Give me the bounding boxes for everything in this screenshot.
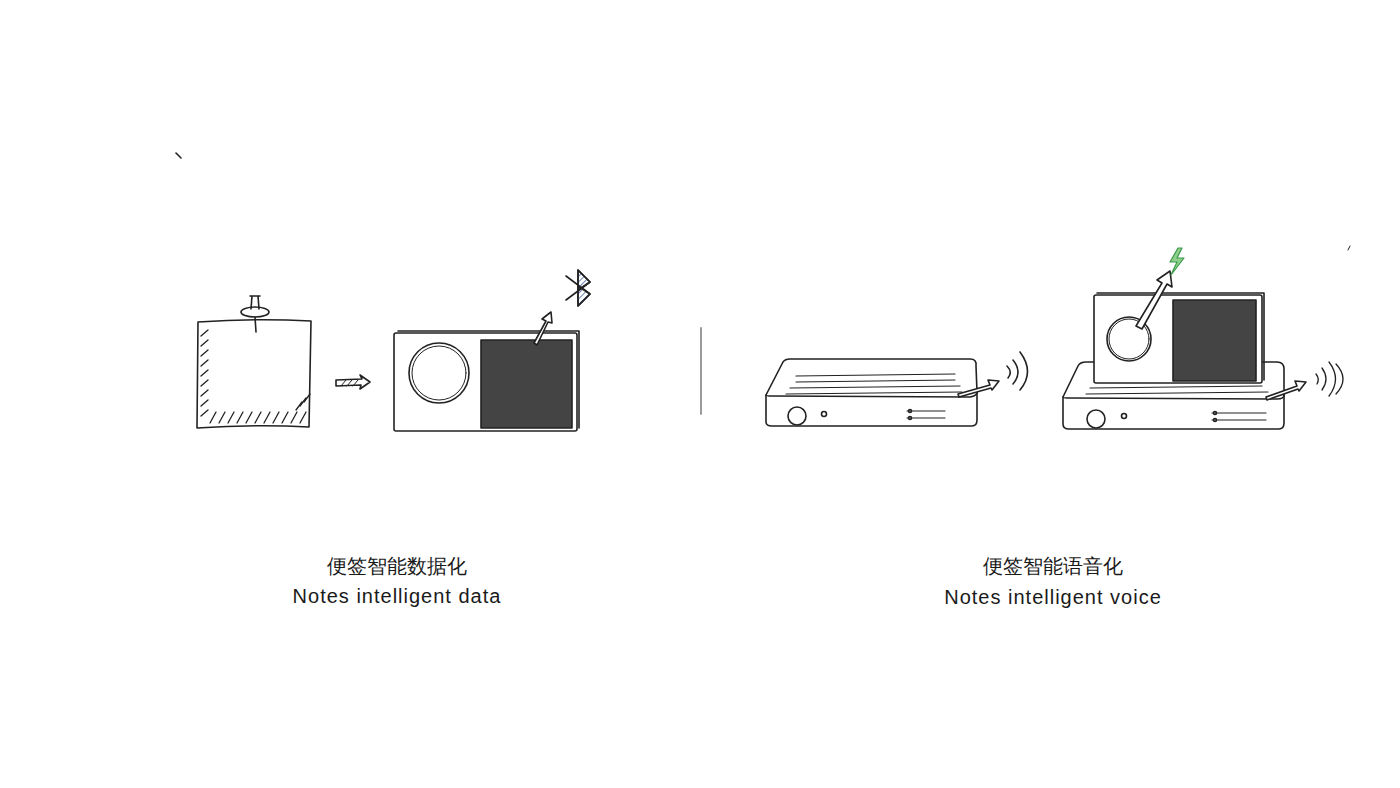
stray-mark [176,153,181,158]
hatch-stroke [201,340,208,346]
caption-english: Notes intelligent voice [853,585,1253,609]
hatch-stroke [201,350,208,356]
hatch-stroke [296,402,302,410]
hatch-stroke [273,412,279,423]
caption-chinese: 便签智能数据化 [197,554,597,578]
pushpin [241,296,269,332]
smart-note-device [394,312,579,431]
hatch-stroke [201,400,208,406]
hatch-stroke [246,412,252,423]
sticky-note [197,320,311,428]
bluetooth-symbol [566,270,590,306]
caption-chinese: 便签智能语音化 [853,554,1253,578]
hatch-stroke [201,390,208,396]
hatch-stroke [237,412,243,423]
stray-mark [1348,246,1350,250]
caption-english: Notes intelligent data [197,584,597,608]
smart-note-device [1094,271,1264,383]
hatch-stroke [201,370,208,376]
hatch-stroke [255,412,261,423]
hatch-stroke [304,394,310,402]
transform-arrow [336,375,370,389]
divider-line [700,328,702,414]
hatch-stroke [201,330,208,336]
hatch-stroke [291,412,297,423]
voice-base-device [766,352,1028,426]
hatch-stroke [201,380,208,386]
hatch-stroke [300,412,306,423]
hatch-stroke [282,412,288,423]
hatch-stroke [219,412,225,423]
note-hatching [201,330,310,423]
hatch-stroke [228,412,234,423]
hatch-stroke [201,360,208,366]
hatch-stroke [264,412,270,423]
hatch-stroke [201,410,208,416]
hatch-stroke [300,398,306,406]
charging-symbol [1170,248,1184,275]
hatch-stroke [210,412,216,423]
